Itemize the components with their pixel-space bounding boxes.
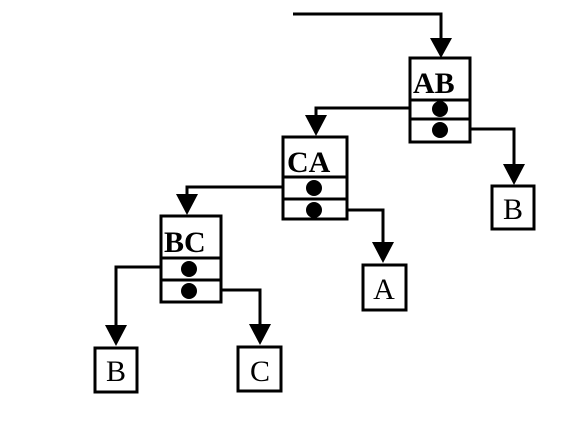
edge-ab-to-ca-arrowhead bbox=[305, 115, 327, 136]
node-bc-left-pointer-dot bbox=[181, 261, 197, 277]
leaf-c-label: C bbox=[250, 355, 270, 388]
node-bc-label: BC bbox=[164, 226, 206, 259]
leaf-a-label: A bbox=[373, 273, 395, 306]
node-ab-right-pointer-dot bbox=[432, 122, 448, 138]
edge-ab-to-b-arrowhead bbox=[503, 164, 525, 185]
edge-bc-to-b-arrowhead bbox=[105, 325, 127, 346]
edge-ca-to-a-arrowhead bbox=[372, 242, 394, 263]
leaf-b-left-box bbox=[93, 346, 139, 394]
node-ca: CA bbox=[281, 135, 349, 221]
edge-ab-to-ca bbox=[314, 106, 440, 117]
edge-ca-to-bc-arrowhead bbox=[176, 194, 198, 215]
node-ca-label: CA bbox=[287, 146, 331, 179]
leaf-c: C bbox=[236, 345, 283, 393]
node-bc: BC bbox=[159, 214, 223, 304]
leaf-b-right-box bbox=[490, 184, 536, 231]
leaf-b-left-label: B bbox=[106, 355, 126, 388]
root-entry-arrowhead bbox=[430, 38, 452, 58]
node-ca-left-pointer-dot bbox=[306, 180, 322, 196]
leaf-c-box bbox=[236, 345, 283, 393]
node-bc-right-pointer-dot bbox=[181, 283, 197, 299]
node-ca-right-pointer-dot bbox=[306, 202, 322, 218]
leaf-b-left: B bbox=[93, 346, 139, 394]
edge-ca-to-bc bbox=[185, 185, 314, 196]
leaf-a-box bbox=[361, 263, 408, 312]
root-entry-edge bbox=[293, 12, 443, 40]
leaf-b-right-label: B bbox=[503, 193, 523, 226]
edge-bc-to-c-arrowhead bbox=[249, 324, 271, 345]
node-ab: AB bbox=[408, 56, 472, 144]
leaf-a: A bbox=[361, 263, 408, 312]
node-ab-label: AB bbox=[413, 67, 455, 100]
node-ab-left-pointer-dot bbox=[432, 101, 448, 117]
leaf-b-right: B bbox=[490, 184, 536, 231]
